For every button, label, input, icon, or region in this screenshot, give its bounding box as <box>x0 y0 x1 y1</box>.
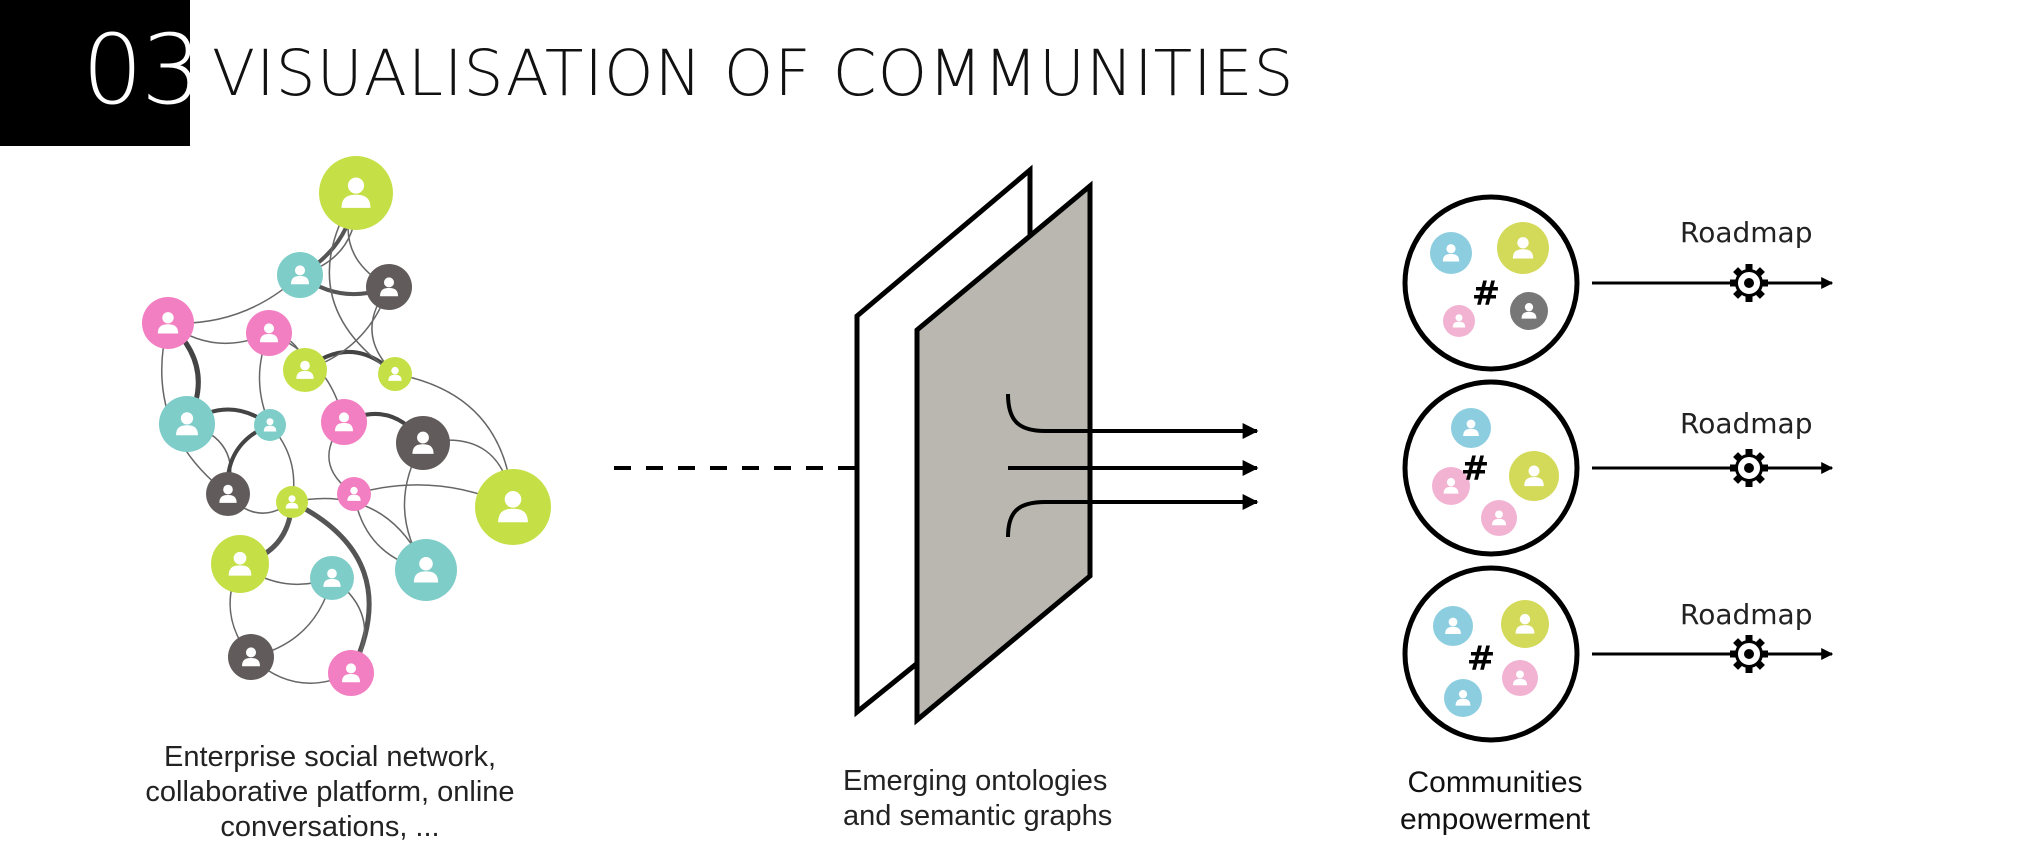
gear-icon <box>1728 633 1770 675</box>
user-node <box>283 348 327 392</box>
caption-social-network: Enterprise social network, collaborative… <box>120 740 540 845</box>
user-node <box>395 539 457 601</box>
user-node <box>475 469 551 545</box>
user-node <box>211 535 269 593</box>
caption-line: empowerment <box>1399 803 1591 836</box>
caption-line: and semantic graphs <box>843 800 1113 832</box>
user-node <box>396 416 450 470</box>
caption-line: Communities <box>1407 766 1583 799</box>
user-node <box>142 297 194 349</box>
user-node <box>321 399 367 445</box>
gear-icon <box>1728 262 1770 304</box>
section-number-box: 03 <box>0 0 202 146</box>
user-node <box>378 357 412 391</box>
community: # <box>1402 379 1834 557</box>
user-node <box>228 634 274 680</box>
network-nodes <box>142 156 551 696</box>
arrow-top <box>1006 393 1259 439</box>
community: # <box>1402 565 1834 743</box>
arrow-bottom <box>1006 494 1259 538</box>
caption-line: conversations, ... <box>220 811 440 843</box>
caption-line: collaborative platform, online <box>145 776 515 808</box>
hashtag-symbol: # <box>1472 274 1501 314</box>
user-node <box>310 556 354 600</box>
communities-group: # # # <box>1402 194 1834 743</box>
caption-communities: Communities empowerment <box>1380 764 1610 838</box>
user-node <box>159 396 215 452</box>
user-node <box>254 409 286 441</box>
user-node <box>366 264 412 310</box>
user-node <box>246 310 292 356</box>
roadmap-label: Roadmap <box>1680 598 1813 631</box>
user-node <box>319 156 393 230</box>
community-circle <box>1402 379 1580 557</box>
hashtag-symbol: # <box>1461 449 1490 489</box>
user-node <box>206 472 250 516</box>
filter-output-arrows <box>1006 393 1259 538</box>
hashtag-symbol: # <box>1467 639 1496 679</box>
roadmap-label: Roadmap <box>1680 216 1813 249</box>
user-node <box>337 477 371 511</box>
gear-icon <box>1728 447 1770 489</box>
caption-line: Emerging ontologies <box>843 765 1108 797</box>
user-node <box>277 252 323 298</box>
user-node <box>328 650 374 696</box>
community: # <box>1402 194 1834 372</box>
caption-line: Enterprise social network, <box>163 741 497 773</box>
section-number: 03 <box>82 14 202 126</box>
page-title: VISUALISATION OF COMMUNITIES <box>212 37 1295 110</box>
caption-ontologies: Emerging ontologies and semantic graphs <box>843 764 1112 834</box>
filter-panel-front <box>914 180 1093 726</box>
ontology-filter <box>854 164 1259 726</box>
social-network-graph <box>142 156 551 696</box>
roadmap-label: Roadmap <box>1680 407 1813 440</box>
user-node <box>276 486 308 518</box>
